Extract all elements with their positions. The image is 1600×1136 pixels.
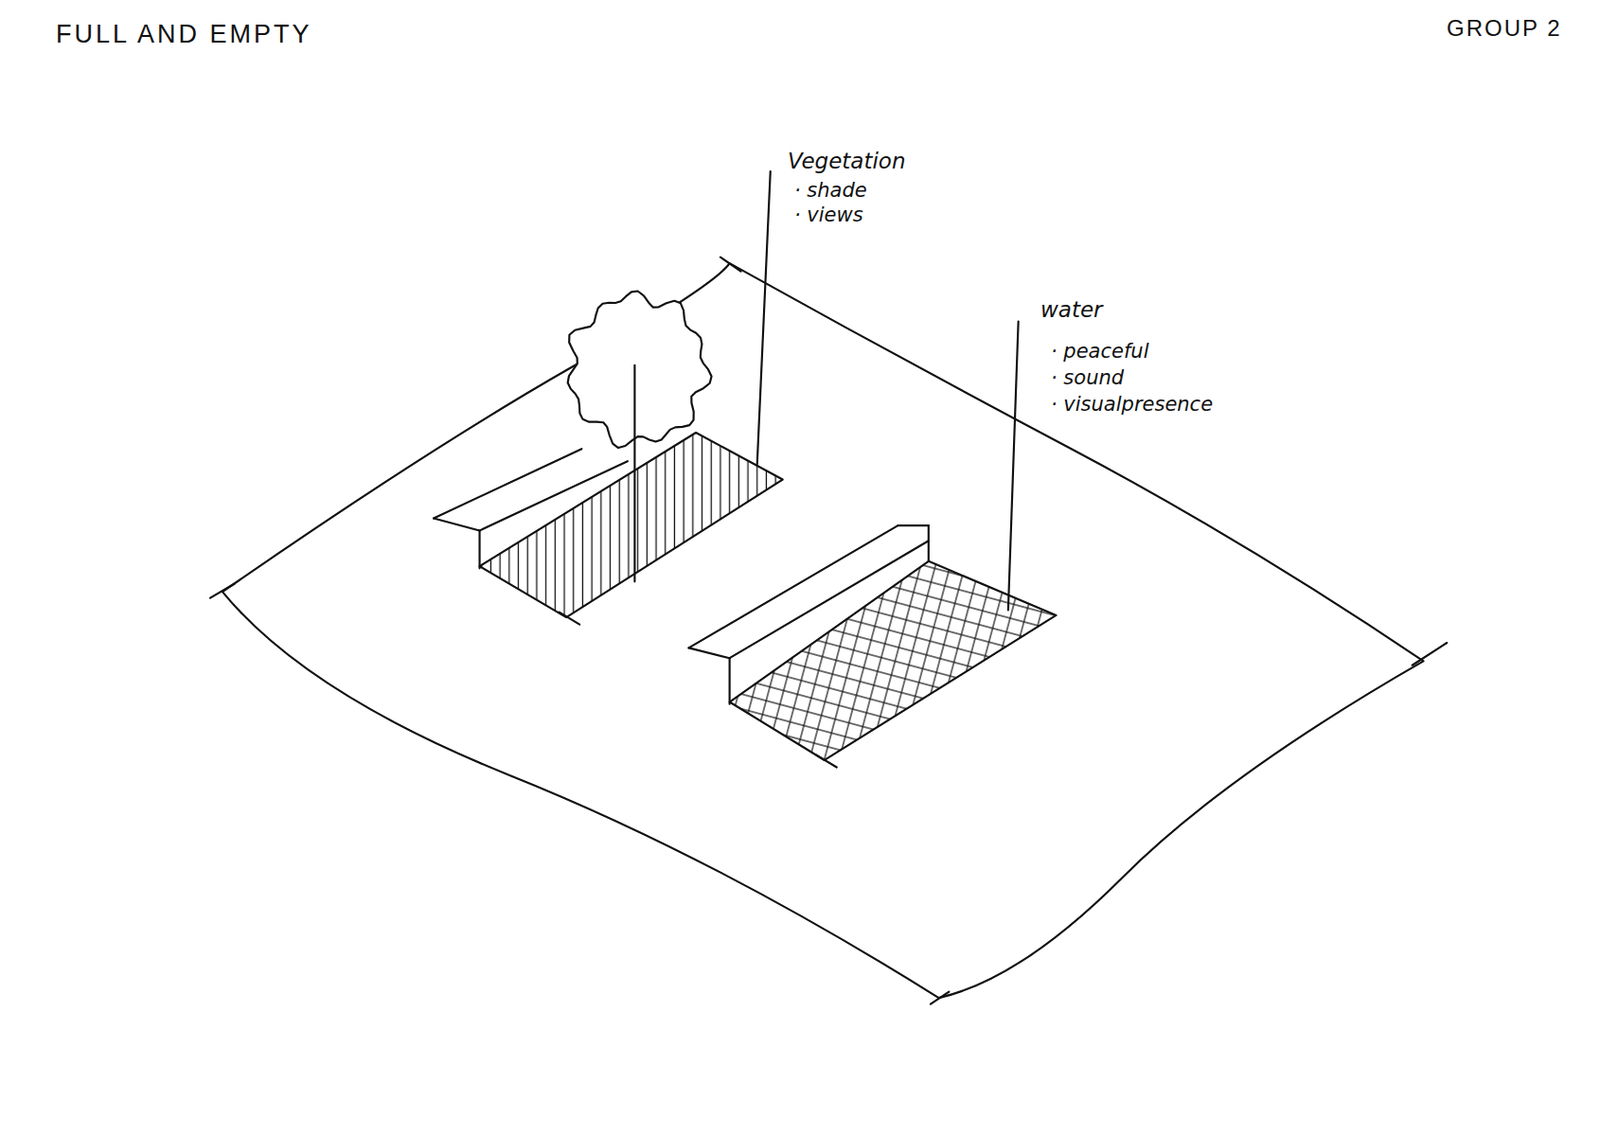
tree-canopy <box>568 290 712 448</box>
annotation-item: · peaceful <box>1050 340 1149 363</box>
annotation-heading: Vegetation <box>787 149 906 174</box>
corner-ticks <box>210 257 1447 1005</box>
group-label: GROUP 2 <box>1446 16 1563 41</box>
annotation-item: · shade <box>794 179 868 202</box>
ground-plane <box>222 263 1424 998</box>
water-basin <box>729 561 1057 761</box>
leader-line <box>757 171 771 464</box>
annotation-item: · views <box>794 204 864 227</box>
tree-trunk <box>633 365 636 582</box>
water-wall <box>689 525 929 767</box>
vegetation-bed <box>480 432 783 618</box>
sheet-title: FULL AND EMPTY <box>55 20 313 50</box>
annotation-item: · visualpresence <box>1050 393 1213 416</box>
annotation-heading: water <box>1040 298 1103 322</box>
annotation-item: · sound <box>1050 367 1124 390</box>
leader-line <box>1008 321 1019 611</box>
vegetation-wall <box>433 448 628 624</box>
